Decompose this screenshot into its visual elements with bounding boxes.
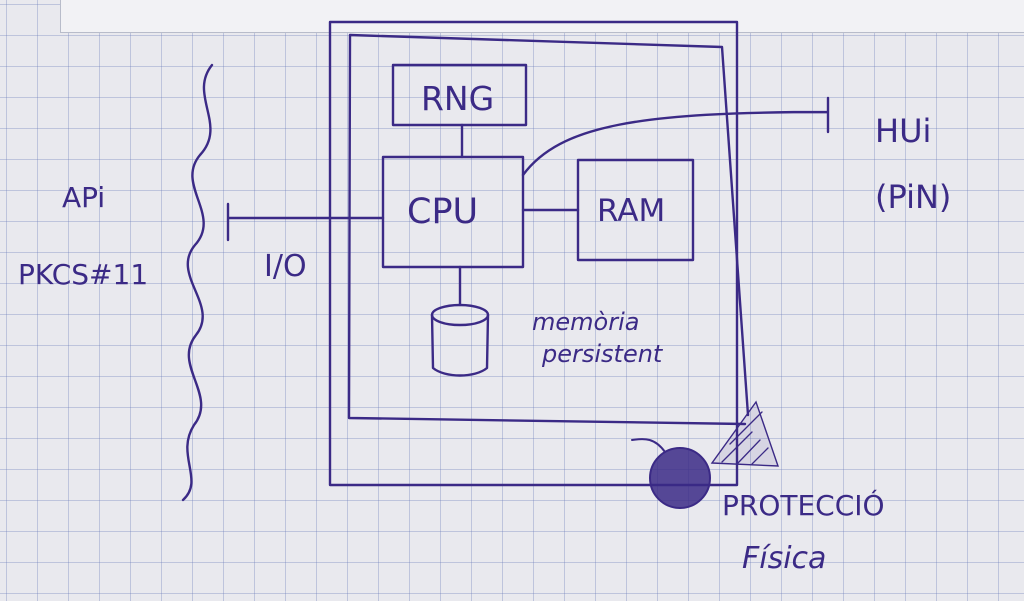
cpu-box (381, 155, 525, 269)
hui-label: HUi (875, 112, 931, 150)
io-label: I/O (264, 249, 307, 284)
memoria-label: memòria (532, 308, 639, 336)
io-line (226, 202, 385, 242)
persistent-label: persistent (541, 340, 664, 368)
hui-line (521, 96, 830, 177)
protection-hatch-lines (721, 411, 769, 465)
rng-box (391, 63, 528, 127)
inner-enclosure (347, 33, 750, 426)
protection-hatch (710, 400, 779, 467)
api-label: APi (62, 181, 105, 214)
pin-label: (PiN) (875, 178, 951, 216)
bomb-icon (631, 438, 711, 509)
cpu-label: CPU (407, 192, 478, 232)
rng-label: RNG (421, 79, 494, 118)
api-boundary-wave (181, 63, 214, 502)
ram-label: RAM (597, 193, 665, 229)
pkcs-label: PKCS#11 (18, 258, 148, 291)
outer-enclosure (328, 20, 739, 487)
paper-sheet-edge (60, 0, 1024, 33)
fisica-label: Física (742, 541, 826, 576)
proteccio-label: PROTECCIÓ (722, 488, 885, 522)
persistent-memory-cylinder (430, 303, 490, 377)
